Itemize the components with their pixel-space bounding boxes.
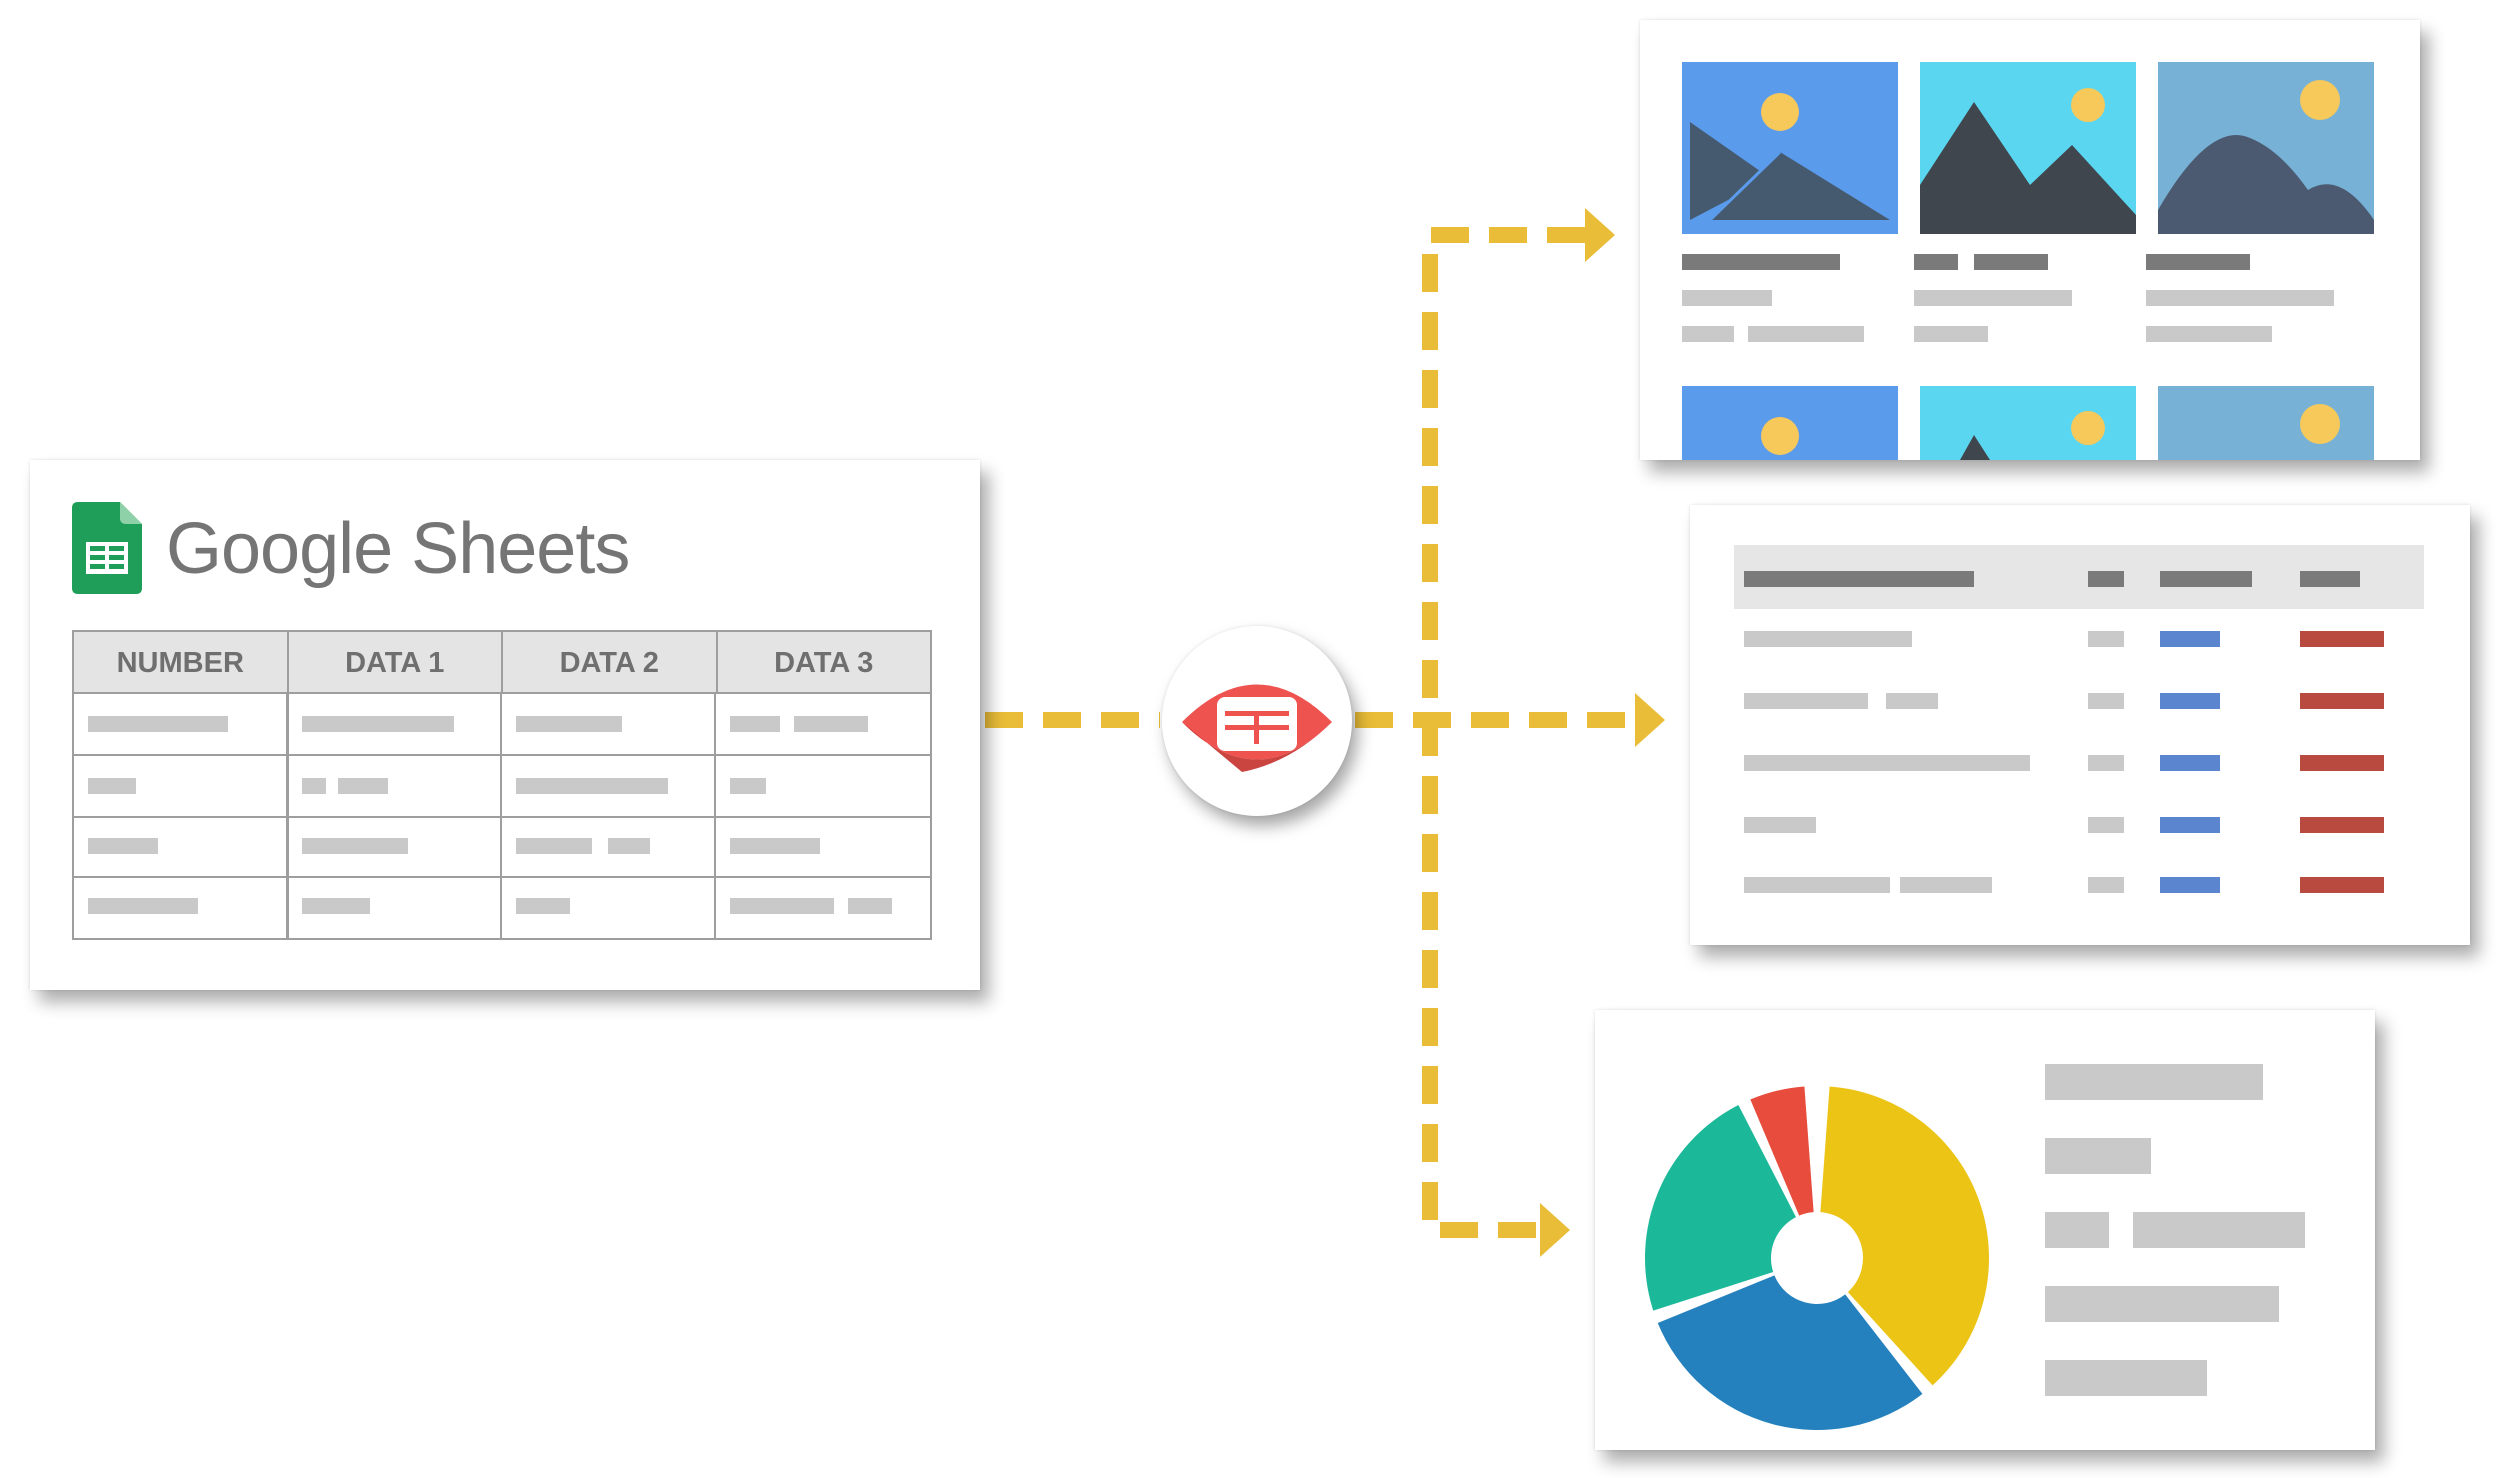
column-header: DATA 3	[774, 647, 874, 679]
row-placeholder	[2088, 817, 2124, 833]
caption-line	[2146, 326, 2272, 342]
cell-placeholder	[88, 898, 198, 914]
cell-placeholder	[302, 778, 326, 794]
donut-chart	[1645, 1086, 1989, 1430]
caption-line	[2146, 290, 2334, 306]
data-table-card	[1690, 505, 2470, 945]
cell-placeholder	[516, 838, 592, 854]
cell-placeholder	[88, 778, 136, 794]
column-header: NUMBER	[74, 632, 289, 692]
legend-placeholder	[2133, 1212, 2305, 1248]
caption-line	[1748, 326, 1864, 342]
row-blue-value	[2160, 693, 2220, 709]
row-red-value	[2300, 631, 2384, 647]
donut-slice-4	[1750, 1086, 1814, 1216]
header-placeholder	[2300, 571, 2360, 587]
caption-line	[1682, 290, 1772, 306]
donut-slice-3	[1645, 1105, 1796, 1311]
row-red-value	[2300, 817, 2384, 833]
caption-line	[1914, 326, 1988, 342]
gallery-images	[1682, 62, 2374, 460]
row-placeholder	[2088, 631, 2124, 647]
row-placeholder	[2088, 755, 2124, 771]
gallery-image-3	[2158, 62, 2374, 234]
caption-line	[1914, 290, 2072, 306]
legend-placeholder	[2045, 1286, 2279, 1322]
donut-slice-1	[1820, 1086, 1989, 1386]
cell-placeholder	[516, 778, 668, 794]
row-placeholder	[1744, 817, 1816, 833]
caption-title	[1914, 254, 1958, 270]
google-sheets-card: Google Sheets NUMBER DATA 1 DATA 2 DATA …	[30, 460, 980, 990]
header-placeholder	[2160, 571, 2252, 587]
row-red-value	[2300, 755, 2384, 771]
cell-placeholder	[302, 898, 370, 914]
row-placeholder	[1744, 877, 1890, 893]
cell-placeholder	[730, 838, 820, 854]
legend-placeholder	[2045, 1360, 2207, 1396]
sheet-gridline	[74, 816, 930, 818]
header-placeholder	[1744, 571, 1974, 587]
sheet-gridline	[74, 754, 930, 756]
cell-placeholder	[302, 838, 408, 854]
sheet-table: NUMBER DATA 1 DATA 2 DATA 3	[72, 630, 932, 940]
gallery-card	[1640, 20, 2420, 460]
legend-placeholder	[2045, 1064, 2263, 1100]
column-header: DATA 2	[503, 632, 718, 692]
cell-placeholder	[338, 778, 388, 794]
arrowhead-gallery	[1585, 208, 1615, 262]
row-red-value	[2300, 877, 2384, 893]
cell-placeholder	[88, 838, 158, 854]
caption-title	[1974, 254, 2048, 270]
row-placeholder	[2088, 693, 2124, 709]
gallery-image-1	[1682, 62, 1898, 234]
arrowhead-table	[1635, 693, 1665, 747]
google-sheets-icon	[72, 502, 142, 594]
arrowhead-pie	[1540, 1203, 1570, 1257]
cell-placeholder	[730, 716, 780, 732]
brand-title: Google Sheets	[166, 509, 630, 589]
header-placeholder	[2088, 571, 2124, 587]
cell-placeholder	[730, 778, 766, 794]
cell-placeholder	[608, 838, 650, 854]
gallery-image-2	[1920, 62, 2136, 234]
row-placeholder	[1900, 877, 1992, 893]
row-blue-value	[2160, 631, 2220, 647]
donut-slice-2	[1657, 1275, 1923, 1430]
caption-line	[1682, 326, 1734, 342]
sheet-header-row: NUMBER DATA 1 DATA 2 DATA 3	[74, 632, 930, 694]
hub-circle	[1162, 626, 1352, 816]
sheet-gridline	[500, 692, 502, 938]
cell-placeholder	[88, 716, 228, 732]
sheet-gridline	[714, 692, 716, 938]
caption-title	[2146, 254, 2250, 270]
cell-placeholder	[730, 898, 834, 914]
caption-title	[1682, 254, 1840, 270]
row-placeholder	[1744, 631, 1912, 647]
row-blue-value	[2160, 877, 2220, 893]
row-placeholder	[1744, 755, 2030, 771]
sheet-gridline	[286, 692, 289, 938]
cell-placeholder	[516, 716, 622, 732]
sheet-gridline	[74, 876, 930, 878]
column-header: DATA 1	[289, 632, 503, 692]
legend-placeholder	[2045, 1138, 2151, 1174]
table-eye-icon	[1182, 684, 1332, 772]
row-placeholder	[1886, 693, 1938, 709]
row-red-value	[2300, 693, 2384, 709]
cell-placeholder	[848, 898, 892, 914]
row-blue-value	[2160, 755, 2220, 771]
row-placeholder	[1744, 693, 1868, 709]
cell-placeholder	[302, 716, 454, 732]
row-placeholder	[2088, 877, 2124, 893]
row-blue-value	[2160, 817, 2220, 833]
connector-trunk	[1422, 227, 1585, 1238]
cell-placeholder	[794, 716, 868, 732]
cell-placeholder	[516, 898, 570, 914]
legend-placeholder	[2045, 1212, 2109, 1248]
pie-chart-card	[1595, 1010, 2375, 1450]
